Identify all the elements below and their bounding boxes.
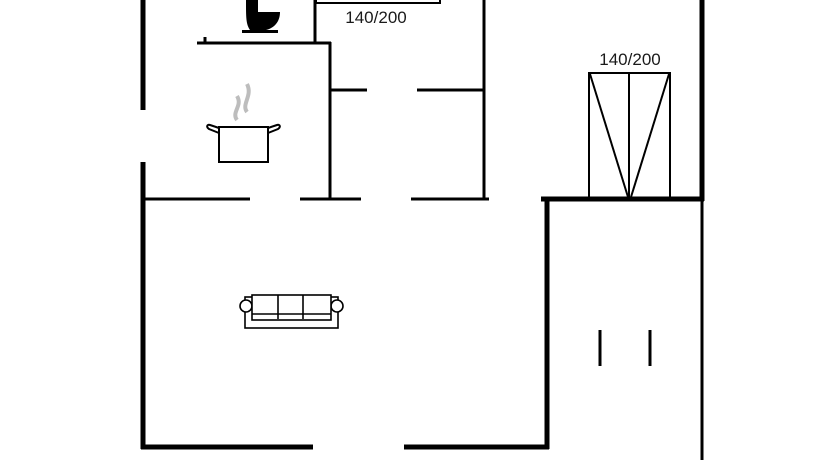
bed-icon-top — [315, 0, 441, 4]
thin-walls — [145, 0, 704, 460]
bed-size-label-top: 140/200 — [345, 8, 407, 27]
toilet-icon — [242, 0, 280, 33]
cooking-pot-icon — [206, 83, 281, 163]
sofa-icon — [239, 294, 344, 329]
bed-icon — [588, 72, 671, 199]
bed-size-label-right: 140/200 — [599, 50, 661, 69]
